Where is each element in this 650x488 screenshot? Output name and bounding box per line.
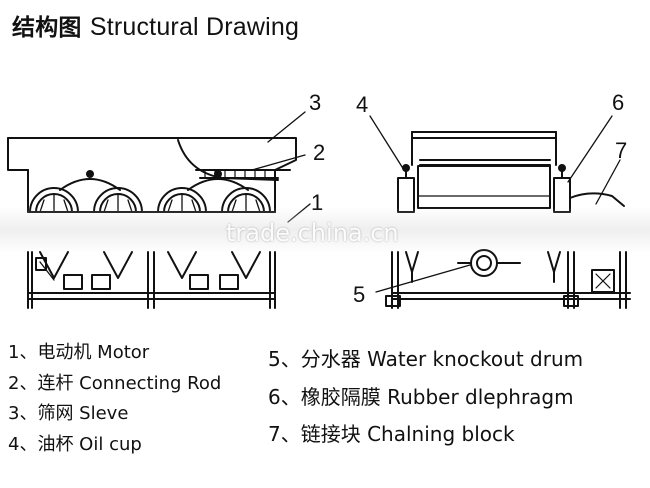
callout-3: 3 xyxy=(309,90,321,115)
legend-left: 1、电动机 Motor 2、连杆 Connecting Rod 3、筛网 Sle… xyxy=(8,338,221,460)
callout-5: 5 xyxy=(353,282,365,307)
title-en: Structural Drawing xyxy=(89,13,300,41)
watermark-band xyxy=(0,207,650,253)
callout-4: 4 xyxy=(356,92,368,117)
water-knockout-drum xyxy=(457,249,521,277)
callout-2: 2 xyxy=(313,140,325,165)
legend-right: 5、分水器 Water knockout drum 6、橡胶隔膜 Rubber … xyxy=(268,341,583,454)
legend-item-chaining-block: 7、链接块 Chalning block xyxy=(268,422,515,446)
title-cn: 结构图 xyxy=(12,15,82,41)
callout-6: 6 xyxy=(612,90,624,115)
legend-item-rubber-diaphragm: 6、橡胶隔膜 Rubber dlephragm xyxy=(268,384,574,409)
callout-7: 7 xyxy=(615,138,627,163)
side-view xyxy=(7,111,311,309)
motors xyxy=(35,257,239,290)
hoppers xyxy=(39,251,261,279)
page-title: 结构图 Structural Drawing xyxy=(12,8,299,42)
legend-item-sieve: 3、筛网 Sleve xyxy=(8,403,129,424)
legend-item-water-knockout-drum: 5、分水器 Water knockout drum xyxy=(268,347,584,371)
watermark: trade.china.cn xyxy=(226,219,399,247)
legend-item-oil-cup: 4、油杯 Oil cup xyxy=(8,433,142,455)
legend-item-connecting-rod: 2、连杆 Connecting Rod xyxy=(8,372,222,394)
end-view xyxy=(369,115,631,309)
legend-item-motor: 1、电动机 Motor xyxy=(8,342,150,363)
